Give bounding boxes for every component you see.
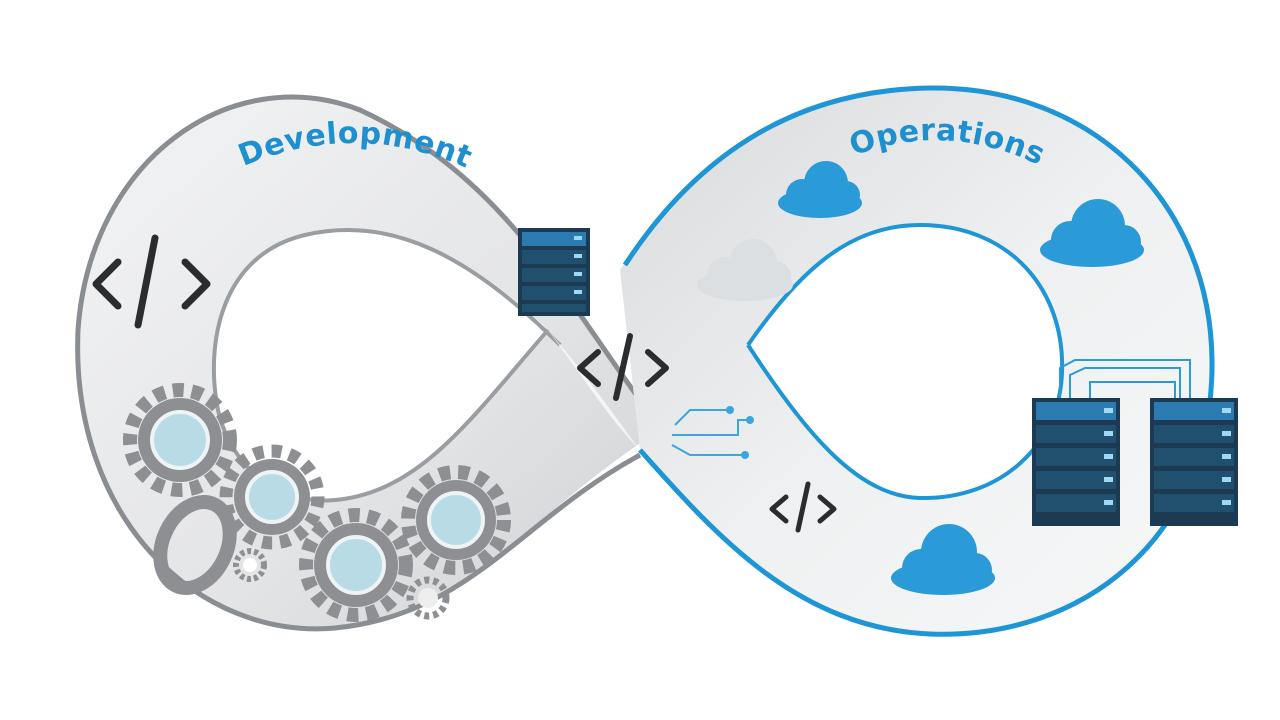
gear-icon [233,548,267,582]
gear-icon [219,444,325,550]
code-brackets-icon [769,481,837,533]
gear-icon [299,508,413,622]
cloud-icon [778,161,862,218]
server-rack-icon [1032,398,1120,526]
operations-outer-edge [622,85,1215,637]
gear-icon [406,576,450,620]
circuit-connector-icon [671,406,754,459]
cloud-icon [697,239,793,301]
gear-icon [153,495,237,595]
server-wiring [1059,359,1191,398]
crossing-highlight [548,330,640,450]
development-inner-edge [211,227,562,503]
code-brackets-icon [92,234,211,329]
cloud-icon [891,524,995,595]
server-rack-icon [1150,398,1238,526]
operations-inner-edge [746,222,1065,501]
gear-icon [401,465,511,575]
gear-icon [123,383,237,497]
cloud-icon [1040,199,1144,267]
gear-cluster [123,383,511,622]
server-rack-icon [518,228,590,316]
code-brackets-icon [577,333,669,401]
